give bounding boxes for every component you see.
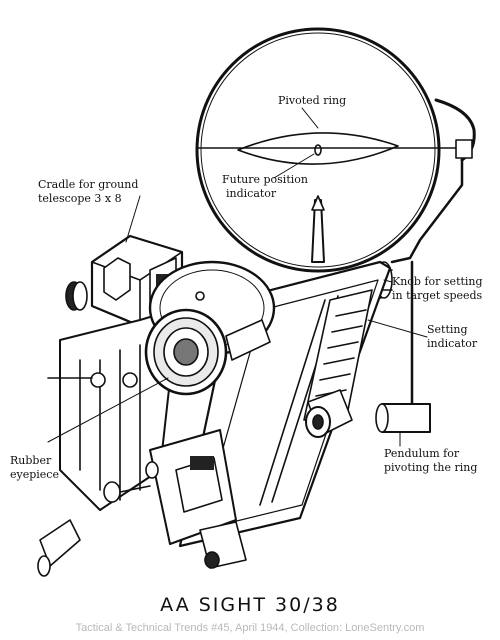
- eyepiece-drawing: [144, 260, 276, 396]
- leader-lines: [47, 107, 428, 447]
- label-knob-line1: Knob for setting: [392, 275, 483, 288]
- label-rubber-line2: eyepiece: [10, 468, 59, 481]
- label-future-position-line1: Future position: [222, 173, 308, 186]
- label-cradle-line2: telescope 3 x 8: [38, 192, 122, 205]
- label-setting-line1: Setting: [427, 323, 468, 336]
- label-future-position-line2: indicator: [226, 187, 277, 200]
- mount-drawing: [103, 429, 247, 569]
- sight-post-drawing: [311, 195, 325, 263]
- label-cradle-line1: Cradle for ground: [38, 178, 139, 191]
- label-knob-line2: in target speeds: [392, 289, 483, 302]
- pivoted-ring-drawing: [195, 27, 476, 273]
- label-pendulum-line1: Pendulum for: [384, 447, 460, 460]
- label-pendulum-line2: pivoting the ring: [384, 461, 478, 474]
- figure-title: AA SIGHT 30/38: [160, 594, 340, 616]
- label-rubber-line1: Rubber: [10, 454, 52, 467]
- source-credit: Tactical & Technical Trends #45, April 1…: [75, 622, 425, 634]
- future-position-indicator-drawing: [237, 132, 399, 165]
- label-pivoted-ring: Pivoted ring: [278, 94, 347, 107]
- label-setting-line2: indicator: [427, 337, 478, 350]
